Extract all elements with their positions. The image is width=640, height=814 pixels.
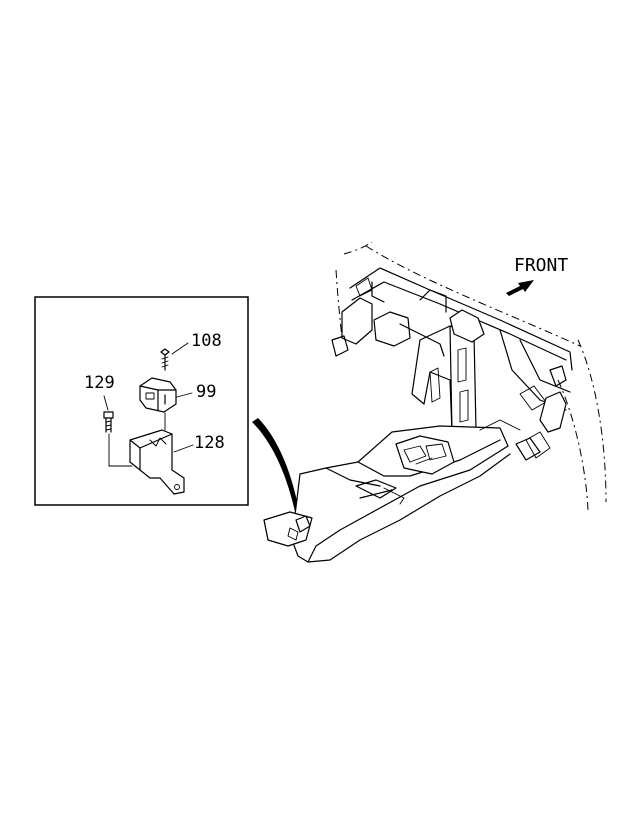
front-label: FRONT (514, 255, 568, 276)
front-arrow-icon (506, 280, 534, 296)
sensor-99 (139, 377, 193, 413)
bracket-128 (129, 412, 194, 495)
screw-108 (160, 342, 189, 371)
label-129: 129 (84, 373, 115, 393)
front-indicator: FRONT (506, 255, 568, 296)
detail-pointer (252, 418, 300, 516)
label-99: 99 (196, 382, 216, 402)
bolt-129 (103, 395, 133, 467)
label-108: 108 (191, 331, 222, 351)
console-assembly (263, 241, 607, 563)
detail-inset-frame (34, 296, 249, 506)
detail-inset: 108 99 129 128 (34, 296, 249, 506)
label-128: 128 (194, 433, 225, 453)
